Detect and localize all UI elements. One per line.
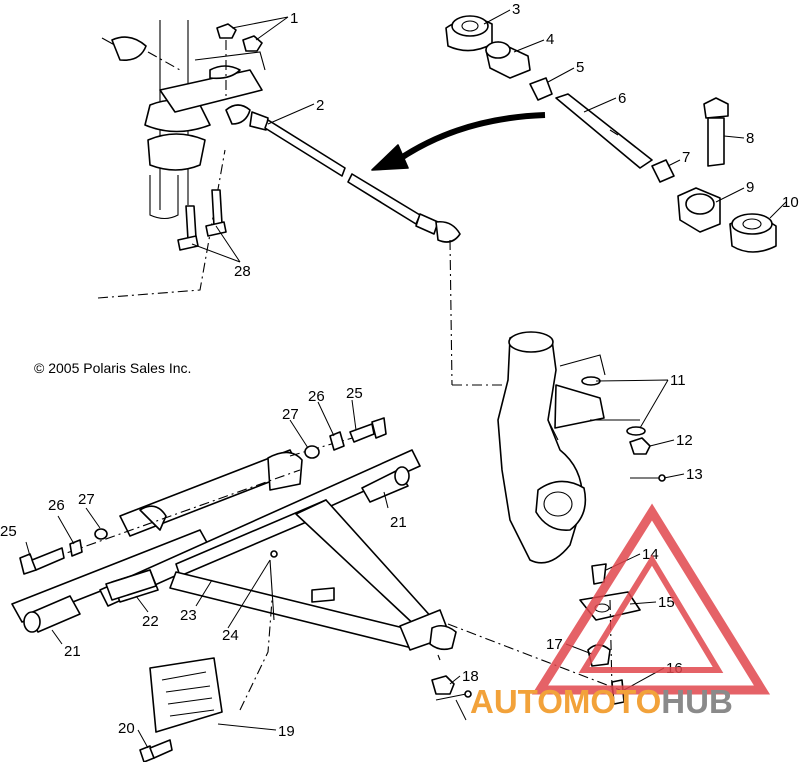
washer-part-27-left <box>94 528 108 540</box>
assembly-arrow <box>371 112 546 171</box>
guard-part-19 <box>149 599 273 733</box>
nut-part-12 <box>629 437 651 455</box>
callout-10: 10 <box>782 194 799 211</box>
callout-8: 8 <box>746 130 754 147</box>
bushing-part-9 <box>677 187 721 233</box>
washer-part-27-right <box>304 445 320 459</box>
callout-19: 19 <box>278 723 295 740</box>
callout-27-left: 27 <box>78 491 95 508</box>
callout-28: 28 <box>234 263 251 280</box>
bushing-part-21-right <box>361 466 410 503</box>
callout-23: 23 <box>180 607 197 624</box>
callout-24: 24 <box>222 627 239 644</box>
sleeve-part-5 <box>529 77 553 101</box>
cotter-pin-part-13-lower <box>435 690 472 701</box>
callout-12: 12 <box>676 432 693 449</box>
washer-part-26-right <box>329 431 345 451</box>
callout-2: 2 <box>316 97 324 114</box>
callout-25-left: 25 <box>0 523 17 540</box>
callout-11: 11 <box>670 372 686 389</box>
bolt-part-20 <box>139 739 173 762</box>
washers-part-11 <box>581 376 646 436</box>
callout-4: 4 <box>546 31 554 48</box>
upper-bracket <box>29 429 381 567</box>
callout-17: 17 <box>546 636 563 653</box>
bolt-part-8 <box>703 97 729 167</box>
callout-1: 1 <box>290 10 298 27</box>
tube-part-22 <box>105 569 157 601</box>
nut-part-1 <box>216 23 263 100</box>
steering-post <box>97 20 266 299</box>
callout-13-upper: 13 <box>686 466 703 483</box>
bushing-part-10 <box>729 213 777 253</box>
callout-26-right: 26 <box>308 388 325 405</box>
tie-rod-part-2 <box>225 104 461 386</box>
callout-6: 6 <box>618 90 626 107</box>
callout-5: 5 <box>576 59 584 76</box>
callout-21-left: 21 <box>64 643 81 660</box>
pivot-bolt-part-6 <box>555 93 653 169</box>
spindle-knuckle <box>452 331 640 564</box>
watermark-text: AUTOMOTOHUB <box>470 683 733 720</box>
cotter-pin-part-13-upper <box>630 474 666 482</box>
bushing-part-4 <box>485 41 531 79</box>
callout-25-right: 25 <box>346 385 363 402</box>
callout-15: 15 <box>658 594 675 611</box>
callout-27-right: 27 <box>282 406 299 423</box>
callout-7: 7 <box>682 149 690 166</box>
bushing-part-3 <box>445 15 493 52</box>
callout-20: 20 <box>118 720 135 737</box>
callout-26-left: 26 <box>48 497 65 514</box>
leader-lines <box>25 9 787 749</box>
washer-part-26-left <box>69 539 83 557</box>
sleeve-part-7 <box>651 159 675 183</box>
bushing-part-21-left <box>23 595 81 633</box>
bolt-part-25-left <box>19 547 65 575</box>
bolts-part-28 <box>177 189 227 251</box>
watermark-logo: AUTOMOTOHUB <box>470 503 771 720</box>
nut-part-18 <box>431 675 455 695</box>
callout-22: 22 <box>142 613 159 630</box>
callout-3: 3 <box>512 1 520 18</box>
callout-21-right: 21 <box>390 514 407 531</box>
callout-18: 18 <box>462 668 479 685</box>
copyright-notice: © 2005 Polaris Sales Inc. <box>34 360 191 376</box>
bolt-part-25-right <box>349 417 387 443</box>
callout-9: 9 <box>746 179 754 196</box>
